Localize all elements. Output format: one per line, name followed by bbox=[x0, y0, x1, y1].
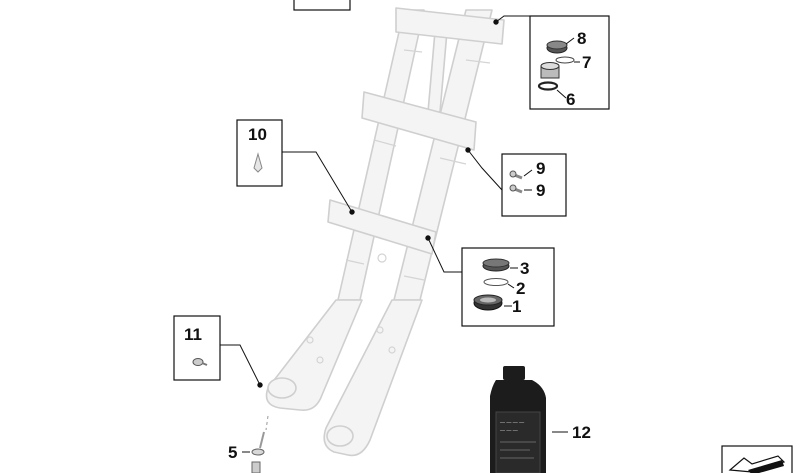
callout-11: 11 bbox=[184, 325, 202, 344]
fork-oil-bottle: — — — — — — — 12 bbox=[490, 366, 591, 473]
callout-8: 8 bbox=[577, 29, 586, 48]
callout-9-lower: 9 bbox=[536, 181, 545, 200]
callout-10: 10 bbox=[248, 125, 267, 144]
callout-box-8-7-6: 8 7 6 bbox=[529, 15, 610, 110]
upper-triple-clamp bbox=[361, 91, 477, 151]
callout-1: 1 bbox=[512, 297, 521, 316]
right-fork-slider bbox=[323, 299, 423, 457]
callout-box-3-2-1: 3 2 1 bbox=[461, 247, 555, 327]
symbol-box bbox=[721, 445, 793, 473]
fork-brace bbox=[327, 199, 437, 255]
callout-3: 3 bbox=[520, 259, 529, 278]
front-fork-illustration bbox=[265, 7, 505, 457]
fork-details bbox=[306, 49, 491, 364]
axle-boss-right bbox=[326, 425, 354, 447]
partial-callout-box bbox=[293, 0, 351, 11]
callout-2: 2 bbox=[516, 279, 525, 298]
callout-9-upper: 9 bbox=[536, 159, 545, 178]
axle-boss-left bbox=[267, 377, 297, 399]
svg-text:— — — —: — — — — bbox=[500, 420, 524, 426]
callout-7: 7 bbox=[582, 53, 591, 72]
callout-box-11: 11 bbox=[173, 315, 221, 381]
svg-text:— — —: — — — bbox=[500, 428, 518, 434]
part-5-drain-screw: 5 bbox=[228, 415, 269, 473]
callout-5: 5 bbox=[228, 443, 237, 462]
leader-lines bbox=[220, 15, 530, 388]
callout-box-10: 10 bbox=[236, 119, 283, 187]
callout-6: 6 bbox=[566, 90, 575, 109]
top-yoke bbox=[395, 7, 505, 45]
callout-box-9: 9 9 bbox=[501, 153, 567, 217]
callout-12: 12 bbox=[572, 423, 591, 442]
